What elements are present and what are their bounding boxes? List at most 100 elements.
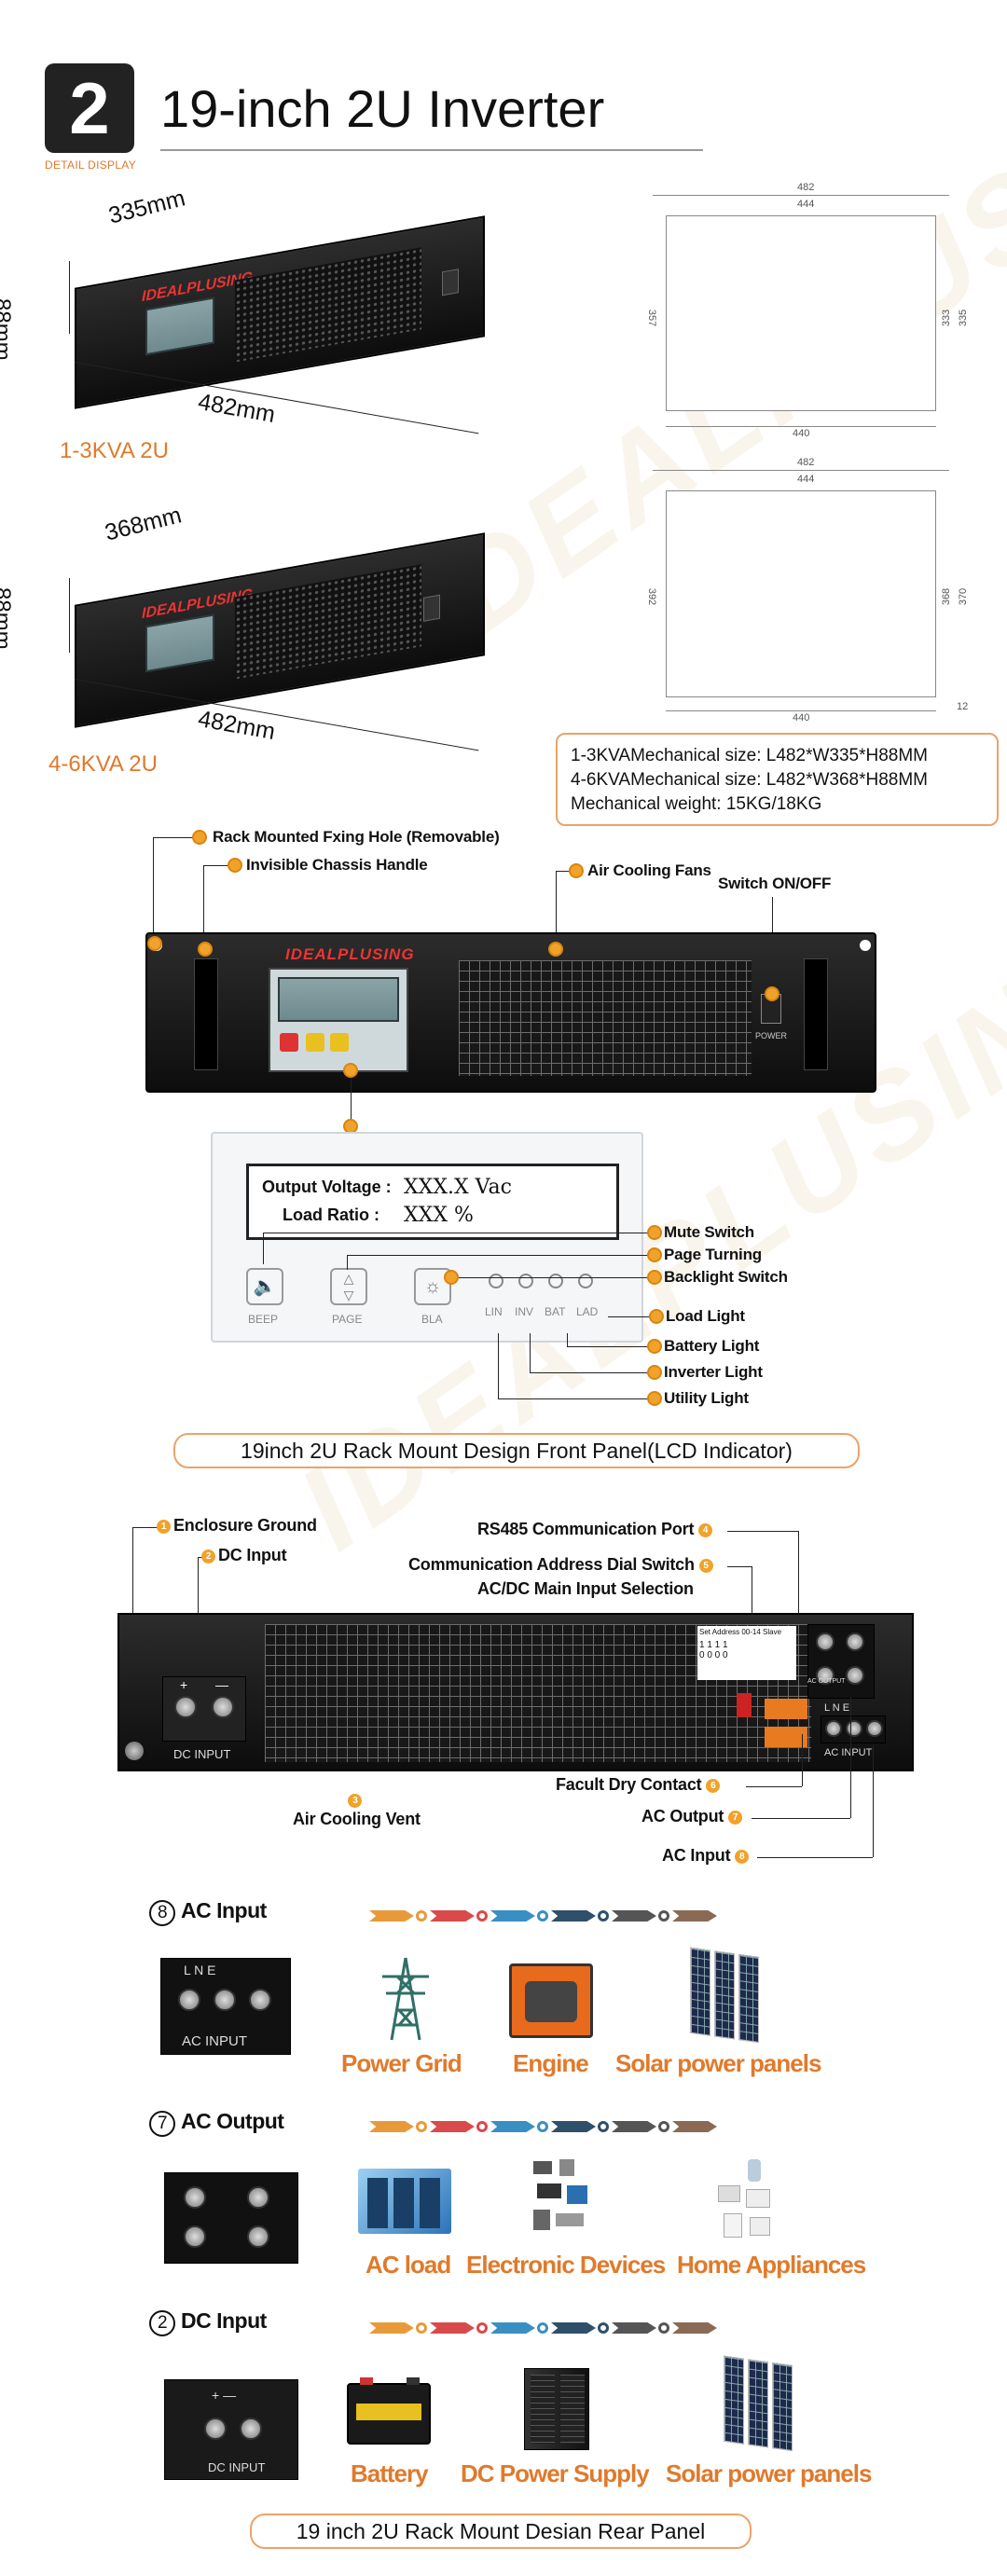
bla-label: BLA — [421, 1313, 443, 1326]
rack-unit — [420, 2178, 440, 2228]
callout-dot — [569, 863, 584, 878]
callout-dot — [147, 936, 162, 951]
callout-dc-input-text: DC Input — [218, 1546, 287, 1564]
lcd-line2-label: Load Ratio : — [283, 1205, 379, 1224]
front-button-yellow[interactable] — [330, 1033, 349, 1052]
arrow-segment — [612, 1910, 656, 1922]
badge-5: 5 — [698, 1558, 713, 1573]
rear-ac-input-terminal — [821, 1715, 886, 1743]
front-button-yellow[interactable] — [306, 1033, 324, 1052]
category-ac-output-terminal — [164, 2172, 298, 2264]
spec-box: 1-3KVAMechanical size: L482*W335*H88MM 4… — [556, 733, 999, 826]
front-panel-image: IDEALPLUSING POWER — [145, 932, 876, 1093]
callout-line — [203, 865, 204, 947]
appliance-item — [746, 2189, 770, 2208]
unit1-drawing-top-line — [653, 195, 949, 196]
bla-button[interactable]: ☼ — [414, 1268, 451, 1305]
category-dc-input-item-2: DC Power Supply — [461, 2459, 650, 2487]
arrow-dot — [598, 2322, 609, 2334]
terminal-screw — [247, 2186, 269, 2209]
power-tower-icon — [382, 1957, 429, 2041]
callout-line — [556, 871, 574, 872]
unit1-drawing-body — [666, 215, 936, 411]
terminal-screw — [184, 2225, 206, 2248]
speaker-icon: 🔈 — [253, 1276, 277, 1297]
solar-panel — [724, 2355, 744, 2445]
rear-dial-table: Set Address 00-14 Slave 1 1 1 1 0 0 0 0 — [697, 1626, 796, 1680]
callout-dot — [647, 1339, 662, 1354]
led-label-lin: LIN — [485, 1305, 503, 1318]
device-item — [533, 2161, 552, 2174]
unit1-height-line — [69, 261, 70, 334]
led-inv — [518, 1274, 533, 1288]
terminal-screw — [178, 1989, 200, 2011]
callout-line — [850, 1697, 851, 1818]
callout-line — [873, 1745, 874, 1857]
battery-icon — [347, 2377, 431, 2445]
unit1-drawing-top: 482 — [797, 182, 815, 193]
badge-1: 1 — [157, 1519, 171, 1534]
rear-dial-switch[interactable] — [737, 1693, 752, 1717]
arrow-segment — [551, 2322, 596, 2334]
callout-mute: Mute Switch — [664, 1223, 754, 1241]
front-button-red[interactable] — [280, 1033, 298, 1052]
category-ac-input-text: AC Input — [181, 1898, 267, 1922]
callout-line — [608, 1316, 656, 1317]
unit2-drawing-right1: 368 — [941, 587, 953, 606]
callout-line — [727, 1566, 752, 1567]
device-item — [559, 2159, 574, 2176]
rear-panel-caption: 19 inch 2U Rack Mount Desian Rear Panel — [250, 2514, 752, 2549]
category-ac-output-text: AC Output — [181, 2109, 284, 2133]
unit2-drawing-inner: 444 — [797, 474, 815, 485]
callout-ac-output: AC Output 7 — [641, 1807, 745, 1826]
page-button[interactable]: △▽ — [330, 1268, 367, 1305]
ac-out-screw — [846, 1632, 864, 1651]
category-ac-input-item-2: Engine — [513, 2049, 589, 2077]
led-label-bat: BAT — [545, 1305, 566, 1318]
callout-dot — [647, 1247, 662, 1262]
callout-dial-switch-text: Communication Address Dial Switch — [408, 1555, 695, 1574]
handle-left — [194, 958, 218, 1070]
appliance-item — [724, 2213, 742, 2238]
arrow-dot — [476, 1910, 488, 1922]
arrow-segment — [490, 2322, 535, 2334]
arrow-dot — [658, 2121, 669, 2132]
callout-line — [263, 1233, 264, 1264]
rear-ground-screw — [125, 1742, 144, 1760]
rear-dial-zeros: 0 0 0 0 — [699, 1650, 728, 1660]
handle-right — [804, 958, 828, 1070]
rear-dial-header: Set Address 00-14 Slave — [699, 1628, 782, 1636]
arrow-dot — [537, 2121, 548, 2132]
badge-8: 8 — [735, 1849, 750, 1864]
arrow-segment — [430, 2322, 475, 2334]
callout-line — [556, 871, 557, 947]
arrow-segment — [672, 2322, 717, 2334]
bulb-icon: ☼ — [423, 1276, 442, 1297]
unit1-drawing-bottom-line — [666, 426, 936, 427]
rear-lne-label: L N E — [824, 1702, 850, 1714]
callout-line — [567, 1346, 655, 1347]
solar-panel — [690, 1947, 710, 2036]
terminal-screw — [204, 2418, 227, 2440]
arrow-bar — [369, 2321, 719, 2335]
arrow-segment — [672, 2121, 717, 2132]
callout-line — [746, 1786, 802, 1787]
ac-in-screw — [866, 1720, 883, 1737]
category-ac-output-item-2: Electronic Devices — [466, 2251, 666, 2279]
spec-line-1: 1-3KVAMechanical size: L482*W335*H88MM — [571, 746, 928, 765]
device-item — [556, 2213, 584, 2226]
led-lad — [578, 1274, 593, 1288]
rack-unit — [367, 2178, 388, 2228]
beep-button[interactable]: 🔈 — [246, 1268, 283, 1305]
callout-line — [567, 1333, 568, 1346]
callout-ac-dc-selection: AC/DC Main Input Selection — [477, 1579, 694, 1598]
arrow-segment — [369, 1910, 414, 1922]
category-dc-input-item-1: Battery — [351, 2459, 429, 2487]
section-badge-number: 2 — [69, 67, 110, 149]
category-dc-input-terminal-bottom: DC INPUT — [208, 2460, 266, 2474]
callout-line — [757, 1857, 873, 1858]
battery-terminal — [407, 2377, 420, 2385]
server-rack-icon — [358, 2169, 451, 2234]
front-fan-grille — [459, 960, 752, 1076]
